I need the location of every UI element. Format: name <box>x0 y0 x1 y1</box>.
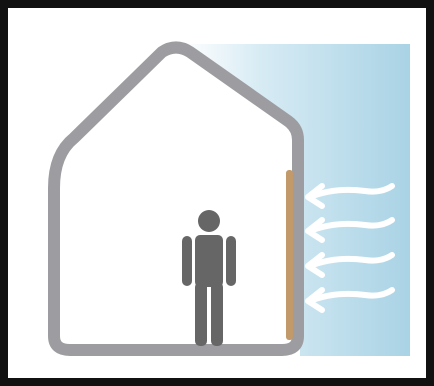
insulation-board-icon <box>286 170 293 340</box>
